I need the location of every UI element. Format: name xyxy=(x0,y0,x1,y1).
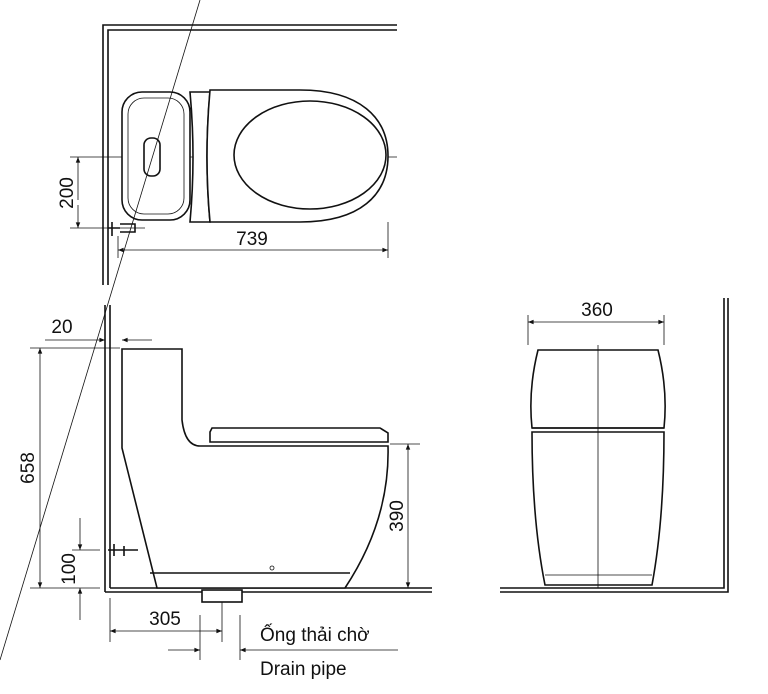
dim-200: 200 xyxy=(57,177,78,209)
dim-739: 739 xyxy=(236,229,268,250)
top-view: 200 739 xyxy=(57,24,397,285)
wall-floor xyxy=(104,305,432,593)
dim-390: 390 xyxy=(387,500,408,532)
drain-label-en: Drain pipe xyxy=(260,659,347,680)
drain-pipe xyxy=(201,589,243,603)
seat-lid xyxy=(209,427,389,443)
drain-label-vi: Ống thải chờ xyxy=(260,624,370,646)
dim-658: 658 xyxy=(18,452,39,484)
wall-outline xyxy=(102,24,397,285)
flush-button xyxy=(143,137,161,177)
tank-top xyxy=(121,91,191,221)
toilet-body-side xyxy=(121,348,389,589)
front-view: 360 xyxy=(500,298,729,593)
dim-360: 360 xyxy=(581,300,613,321)
side-view: 20 658 100 390 305 Ống thải chờ Drain pi… xyxy=(0,0,432,680)
bowl-top xyxy=(206,89,389,223)
inlet-valve-side xyxy=(108,544,138,556)
seat-ring xyxy=(233,100,387,210)
dim-20: 20 xyxy=(51,317,72,338)
dim-305: 305 xyxy=(149,609,181,630)
wall-floor-front xyxy=(500,298,729,593)
dim-100: 100 xyxy=(59,553,80,585)
